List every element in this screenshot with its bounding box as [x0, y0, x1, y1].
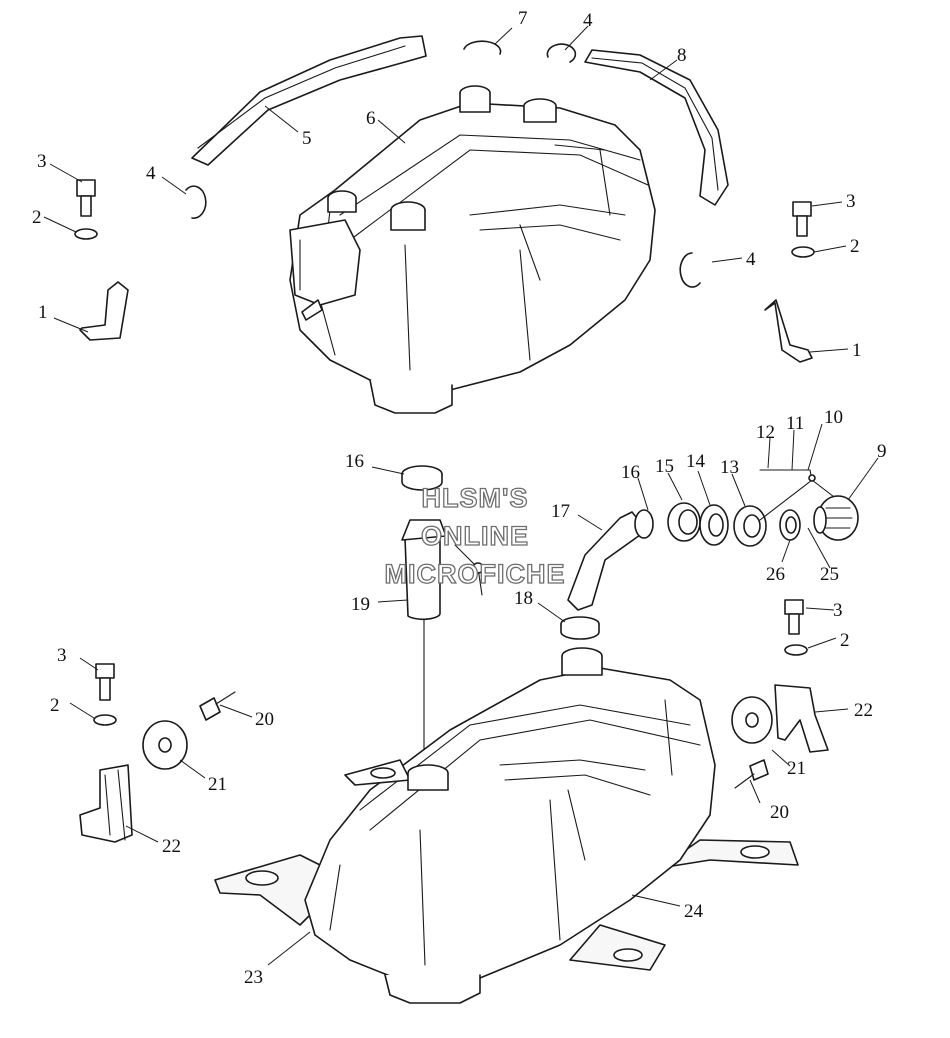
callout-6: 6 [366, 108, 376, 129]
callout-2-upper-left: 2 [32, 207, 42, 228]
watermark-line-2: ONLINE [421, 521, 529, 551]
callout-16-top: 16 [345, 451, 364, 472]
callout-12: 12 [756, 422, 775, 443]
lock-ring-18 [560, 616, 600, 640]
watermark-line-1: HLSM'S [422, 483, 529, 513]
upper-fuel-tank [289, 85, 656, 414]
callout-17: 17 [551, 501, 570, 522]
washer-2-upper-right [791, 246, 815, 258]
callout-23: 23 [244, 967, 263, 988]
callout-15: 15 [655, 456, 674, 477]
watermark-line-3: MICROFICHE [385, 559, 566, 589]
callout-2-upper-right: 2 [850, 236, 860, 257]
callout-2-mid-right: 2 [840, 630, 850, 651]
hose-clamp-16-right [634, 509, 654, 539]
callout-18: 18 [514, 588, 533, 609]
callout-1-right: 1 [852, 340, 862, 361]
clip-7 [463, 40, 502, 55]
callout-labels: 1 1 2 2 2 2 3 3 3 3 4 4 4 5 6 7 8 9 10 1… [32, 8, 887, 988]
callout-3-upper-right: 3 [846, 191, 856, 212]
callout-5: 5 [302, 128, 312, 149]
callout-10: 10 [824, 407, 843, 428]
callout-26: 26 [766, 564, 785, 585]
callout-22-left: 22 [162, 836, 181, 857]
strap-left [191, 35, 427, 166]
leader-lines [43, 25, 879, 966]
lock-ring-16-top [401, 465, 443, 491]
callout-3-mid-right: 3 [833, 600, 843, 621]
seal-26 [779, 509, 801, 541]
callout-3-upper-left: 3 [37, 151, 47, 172]
callout-2-lower-left: 2 [50, 695, 60, 716]
washer-2-upper-left [74, 228, 98, 240]
watermark: HLSM'S ONLINE MICROFICHE [384, 482, 566, 589]
callout-19: 19 [351, 594, 370, 615]
clip-4-right [679, 252, 701, 288]
stud-20-right [734, 759, 769, 789]
gasket-14 [699, 504, 729, 546]
filler-hose-17 [567, 511, 641, 611]
lower-fuel-tank-23 [304, 647, 716, 1004]
filler-neck-15 [667, 502, 701, 542]
washer-2-lower-left [93, 714, 117, 726]
callout-7: 7 [518, 8, 528, 29]
callout-1-left: 1 [38, 302, 48, 323]
stud-20-left [199, 691, 236, 721]
callout-20-left: 20 [255, 709, 274, 730]
callout-4-right: 4 [746, 249, 756, 270]
callout-11: 11 [786, 413, 804, 434]
clip-4-top [546, 43, 577, 63]
fuel-sender-19 [401, 519, 484, 761]
callout-14: 14 [686, 451, 706, 472]
callout-3-lower-left: 3 [57, 645, 67, 666]
bolt-3-lower-left [95, 663, 115, 701]
grommet-21-left [142, 720, 188, 770]
callout-4-top: 4 [583, 10, 593, 31]
callout-20-right: 20 [770, 802, 789, 823]
fuel-cap-9 [813, 495, 859, 541]
callout-24: 24 [684, 901, 704, 922]
callout-25: 25 [820, 564, 839, 585]
callout-13: 13 [720, 457, 739, 478]
grommet-21-right [731, 696, 773, 744]
strap-right [584, 49, 729, 206]
bracket-1-left [79, 281, 129, 341]
bracket-22-right [774, 684, 829, 753]
callout-21-left: 21 [208, 774, 227, 795]
bracket-1-right [764, 299, 813, 363]
callout-9: 9 [877, 441, 887, 462]
mounting-frame-24 [214, 839, 799, 971]
bolt-3-upper-left [76, 179, 96, 217]
callout-21-right: 21 [787, 758, 806, 779]
clip-4-left [185, 185, 207, 219]
callout-22-right: 22 [854, 700, 873, 721]
bolt-3-mid-right [784, 599, 804, 635]
callout-16-right: 16 [621, 462, 640, 483]
callout-8: 8 [677, 45, 687, 66]
bolt-3-upper-right [792, 201, 812, 237]
callout-4-left: 4 [146, 163, 156, 184]
flange-13 [733, 505, 767, 547]
washer-2-mid-right [784, 644, 808, 656]
